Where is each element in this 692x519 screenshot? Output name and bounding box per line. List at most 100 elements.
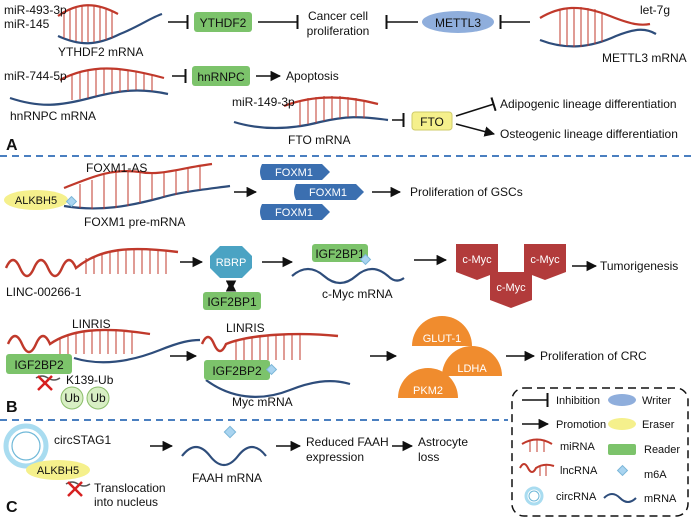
label-reduced-faah: Reduced FAAH [306, 435, 389, 449]
promotion-arrow [455, 123, 496, 137]
c-myc-protein [456, 244, 566, 308]
legend: Inhibition Promotion miRNA lncRNA circRN… [519, 393, 680, 506]
m6a-mark [359, 253, 372, 266]
ub-circle [86, 386, 110, 410]
legend-mrna: mRNA [644, 493, 677, 505]
m6a-mark [265, 363, 278, 376]
label-mir-744: miR-744-5p [4, 69, 67, 83]
legend-eraser-symbol [608, 418, 636, 430]
label-glut-1: GLUT-1 [423, 333, 462, 345]
legend-m6a: m6A [644, 469, 667, 481]
igf2bp2-reader-box [204, 360, 270, 380]
label-linc-00266-1: LINC-00266-1 [6, 285, 82, 299]
m6a-mark [223, 425, 237, 439]
label-k139-ub: K139-Ub [66, 373, 114, 387]
mir744-hnrnpc-duplex [9, 67, 169, 106]
foxm1-protein [260, 164, 364, 220]
label-ythdf2: YTHDF2 [200, 16, 247, 30]
label-c-myc: c-Myc [462, 254, 492, 266]
label-foxm1-pre-mrna: FOXM1 pre-mRNA [84, 215, 185, 229]
legend-mirna: miRNA [560, 441, 595, 453]
label-astrocyte: Astrocyte [418, 435, 468, 449]
label-fto-mrna: FTO mRNA [288, 133, 350, 147]
label-translocation: Translocation [94, 481, 166, 495]
legend-mirna-symbol [521, 438, 553, 452]
label-foxm1: FOXM1 [309, 187, 347, 199]
label-linris: LINRIS [226, 321, 265, 335]
label-ub: Ub [90, 391, 106, 405]
mir149-fto-duplex [233, 96, 389, 130]
rbrp-octagon [210, 246, 252, 278]
label-mir-145: miR-145 [4, 17, 50, 31]
translocation-blocked-icon [65, 481, 91, 497]
label-pkm2: PKM2 [413, 385, 443, 397]
label-igf2bp2: IGF2BP2 [212, 364, 262, 378]
mirna-ythdf2-duplex [57, 4, 163, 45]
glycolysis-proteins [398, 316, 502, 398]
label-ub: Ub [64, 391, 80, 405]
label-osteogenic: Osteogenic lineage differentiation [500, 127, 678, 141]
label-into-nucleus: into nucleus [94, 495, 158, 509]
legend-inhibition: Inhibition [556, 395, 600, 407]
legend-circrna-symbol [524, 486, 544, 506]
label-fto: FTO [420, 115, 444, 129]
label-c-myc: c-Myc [530, 254, 560, 266]
label-igf2bp2: IGF2BP2 [14, 358, 64, 372]
alkbh5-eraser-ellipse [26, 460, 90, 480]
igf2bp1-reader-box [203, 292, 261, 310]
label-c-myc-mrna: c-Myc mRNA [322, 287, 393, 301]
mettl3-writer-ellipse [422, 11, 494, 33]
label-rbrp: RBRP [216, 257, 247, 269]
legend-promotion: Promotion [556, 419, 606, 431]
label-adipogenic: Adipogenic lineage differentiation [500, 97, 677, 111]
label-circstag1: circSTAG1 [54, 433, 111, 447]
label-ythdf2-mrna: YTHDF2 mRNA [58, 45, 143, 59]
label-proliferation-gscs: Proliferation of GSCs [410, 185, 523, 199]
hnrnpc-reader-box [192, 66, 250, 86]
label-tumorigenesis: Tumorigenesis [600, 259, 678, 273]
k139-ub-blocked-icon [35, 375, 61, 391]
mrna-strand [73, 338, 201, 364]
legend-circrna-inner [528, 490, 540, 502]
label-mir-493: miR-493-3p [4, 3, 67, 17]
panel-label-a: A [6, 137, 18, 154]
label-alkbh5: ALKBH5 [37, 465, 79, 477]
linris-lncrna [6, 328, 151, 354]
foxm1-as-duplex [63, 162, 231, 210]
legend-m6a-symbol [616, 464, 629, 477]
label-apoptosis: Apoptosis [286, 69, 339, 83]
ub-circle [60, 386, 84, 410]
label-ldha: LDHA [457, 363, 487, 375]
linc00266-lncrna [4, 247, 179, 278]
legend-lncrna-symbol [519, 463, 555, 476]
label-alkbh5: ALKBH5 [15, 195, 57, 207]
label-igf2bp1: IGF2BP1 [207, 295, 257, 309]
igf2bp2-reader-box [6, 354, 72, 374]
label-hnrnpc: hnRNPC [197, 70, 245, 84]
circstag1-circrna [3, 423, 49, 469]
label-linris: LINRIS [72, 317, 111, 331]
label-let-7g: let-7g [640, 3, 670, 17]
inhibition-arrow [455, 97, 497, 117]
fto-eraser-box [411, 111, 453, 131]
legend-reader: Reader [644, 444, 680, 456]
label-loss: loss [418, 450, 439, 464]
legend-circrna: circRNA [556, 491, 597, 503]
c-myc-mrna-strand [291, 267, 405, 285]
legend-box [511, 387, 689, 517]
label-cancer-cell: Cancer cell [308, 9, 368, 23]
let7g-mettl3-duplex [539, 6, 657, 48]
legend-writer-symbol [608, 394, 636, 406]
legend-mrna-symbol [603, 493, 637, 503]
label-igf2bp1: IGF2BP1 [315, 247, 365, 261]
alkbh5-eraser-ellipse [4, 190, 68, 210]
legend-writer: Writer [642, 395, 671, 407]
label-mettl3-mrna: METTL3 mRNA [602, 51, 687, 65]
m6a-mark [65, 195, 78, 208]
label-mir-149: miR-149-3p [232, 95, 295, 109]
panel-label-c: C [6, 499, 18, 516]
label-proliferation: proliferation [307, 24, 370, 38]
label-myc-mrna: Myc mRNA [232, 395, 293, 409]
